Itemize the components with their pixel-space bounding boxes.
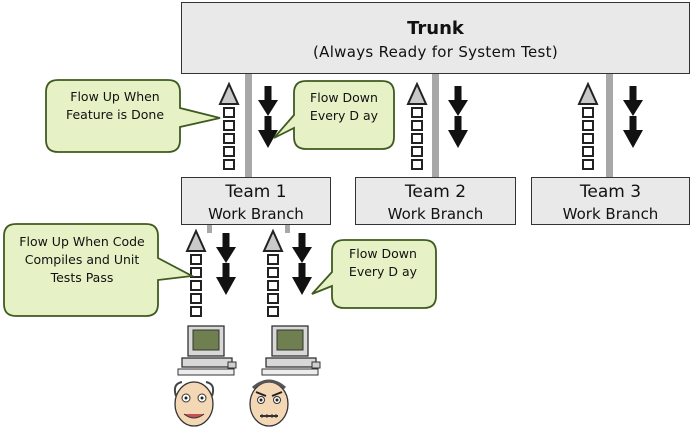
developer-2-face-icon xyxy=(249,379,289,427)
team-name: Team 3 xyxy=(579,182,642,202)
connector-dev2 xyxy=(285,225,290,233)
down-arrow-team2 xyxy=(448,86,468,148)
up-arrow-team3 xyxy=(578,83,598,170)
down-arrow-dev2 xyxy=(292,233,312,295)
connector-dev1 xyxy=(207,225,212,233)
team-branch: Work Branch xyxy=(562,205,659,223)
computer-2-icon xyxy=(261,325,321,376)
trunk-box: Trunk (Always Ready for System Test) xyxy=(181,2,690,74)
down-arrow-team3 xyxy=(623,86,643,148)
down-arrow-team1 xyxy=(258,86,278,148)
callout-flow-down-team: Flow Down Every D ay xyxy=(348,246,418,279)
down-arrow-dev1 xyxy=(216,233,236,295)
team-branch: Work Branch xyxy=(208,205,304,223)
callout-flow-down-team-shape xyxy=(311,239,437,309)
team-2-box: Team 2 Work Branch xyxy=(355,177,516,225)
trunk-subtitle: (Always Ready for System Test) xyxy=(312,43,559,61)
developer-1-face-icon xyxy=(173,381,215,427)
team-name: Team 2 xyxy=(404,182,467,202)
team-name: Team 1 xyxy=(225,182,287,202)
team-1-box: Team 1 Work Branch xyxy=(181,177,331,225)
connector-team3 xyxy=(606,74,613,177)
team-3-box: Team 3 Work Branch xyxy=(531,177,690,225)
up-arrow-dev1 xyxy=(186,230,206,317)
team-branch: Work Branch xyxy=(387,205,484,223)
callout-flow-down-trunk-shape xyxy=(273,80,395,150)
callout-flow-up-code: Flow Up When Code Compiles and Unit Test… xyxy=(19,234,145,285)
up-arrow-team2 xyxy=(407,83,427,170)
connector-team2 xyxy=(432,74,439,177)
callout-flow-up-code-shape xyxy=(3,223,195,317)
callout-flow-up-feature: Flow Up When Feature is Done xyxy=(65,89,165,122)
up-arrow-team1 xyxy=(219,83,239,170)
connector-team1 xyxy=(245,74,252,177)
computer-1-icon xyxy=(177,325,237,376)
callout-flow-down-trunk: Flow Down Every D ay xyxy=(309,90,379,123)
callout-flow-up-feature-shape xyxy=(45,79,221,153)
trunk-title: Trunk xyxy=(407,18,464,39)
up-arrow-dev2 xyxy=(263,230,283,317)
